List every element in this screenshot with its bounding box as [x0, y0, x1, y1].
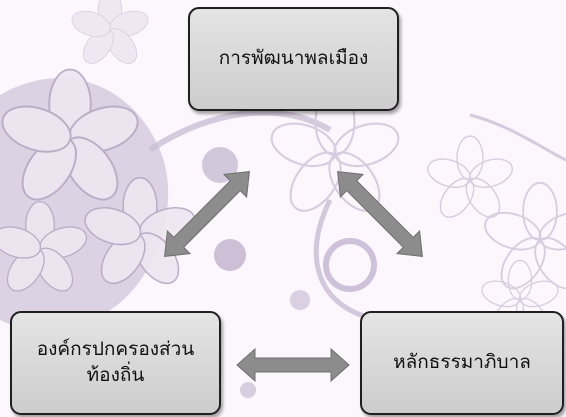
arrow-top-left [164, 171, 250, 257]
arrow-top-right [337, 171, 423, 257]
node-right: หลักธรรมาภิบาล [360, 311, 564, 415]
node-top-label: การพัฒนาพลเมือง [218, 47, 369, 70]
node-right-label: หลักธรรมาภิบาล [393, 351, 531, 374]
node-top: การพัฒนาพลเมือง [188, 7, 399, 111]
node-left: องค์กรปกครองส่วนท้องถิ่น [10, 311, 221, 415]
node-left-label: องค์กรปกครองส่วนท้องถิ่น [36, 338, 195, 386]
arrow-left-right [236, 347, 350, 383]
